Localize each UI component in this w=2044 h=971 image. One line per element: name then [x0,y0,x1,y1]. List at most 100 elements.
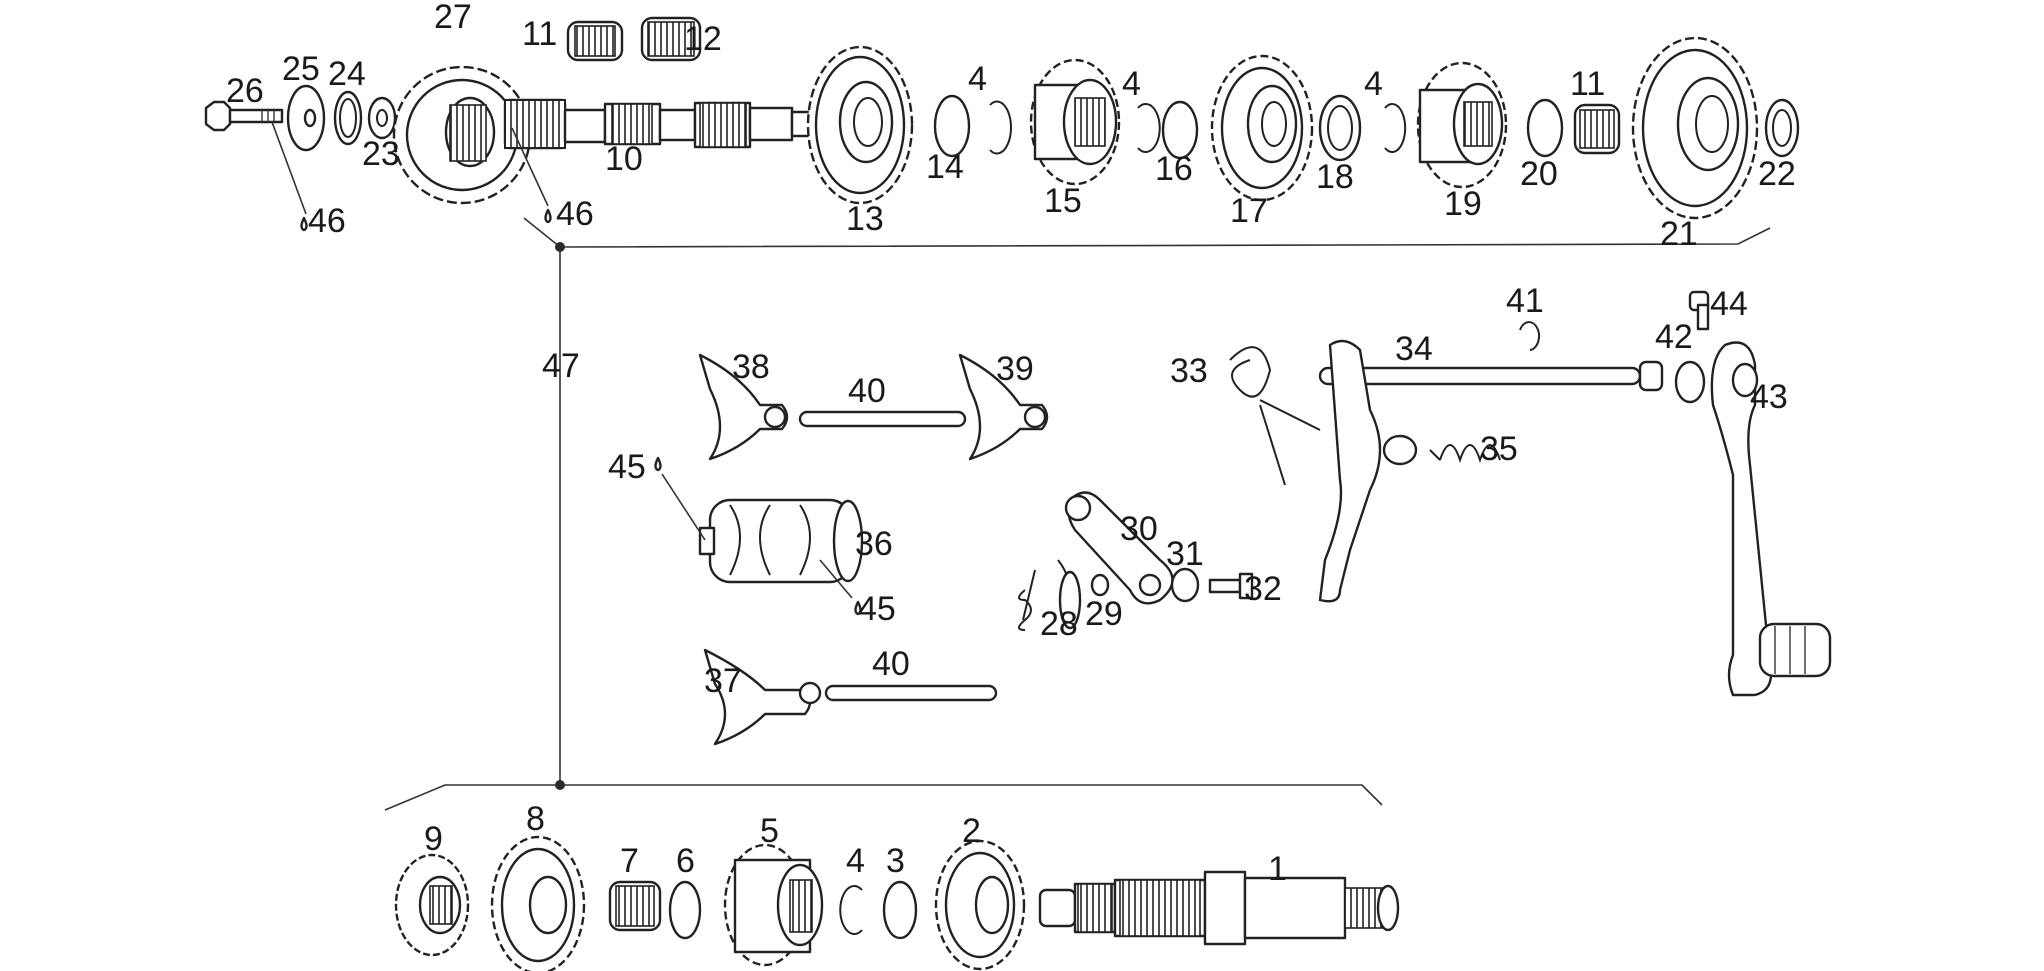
spring-35 [1429,444,1501,464]
label-27: 27 [434,0,472,36]
circlip-4-c [1384,103,1407,153]
label-6: 6 [676,842,695,880]
washer-31 [1170,567,1200,603]
label-38: 38 [732,348,770,386]
gear-2 [934,839,1026,971]
label-45-bottom: 45 [858,590,896,628]
washer-25 [286,84,326,152]
sprocket-27 [392,65,532,205]
label-29: 29 [1085,595,1123,633]
circlip-4-b [1137,103,1161,153]
label-46-right: 46 [556,195,594,233]
label-40-top: 40 [848,372,886,410]
label-36: 36 [855,525,893,563]
grease-drop-46-left [300,216,308,232]
grease-drop-46-right [544,208,552,224]
label-21: 21 [1660,215,1698,253]
label-16: 16 [1155,150,1193,188]
washer-16 [1161,100,1199,160]
primary-shaft-assembly [394,835,1400,971]
label-26: 26 [226,72,264,110]
shift-fork-38 [698,353,789,461]
label-45-top: 45 [608,448,646,486]
label-11-right: 11 [1570,65,1605,103]
washer-3 [882,880,918,940]
label-43: 43 [1750,378,1788,416]
gear-13 [806,45,914,205]
shift-fork-37 [703,648,812,746]
label-4-b: 4 [1122,65,1141,103]
label-23: 23 [362,135,400,173]
label-7: 7 [620,842,639,880]
shaft-10 [503,98,812,150]
washer-14 [933,94,971,158]
grease-drop-45-bottom [854,600,862,616]
label-19: 19 [1444,185,1482,223]
label-2: 2 [962,812,981,850]
bearing-18 [1318,94,1362,162]
shift-fork-39 [958,353,1049,461]
label-5: 5 [760,812,779,850]
oring-24 [333,90,363,146]
label-33: 33 [1170,352,1208,390]
label-9: 9 [424,820,443,858]
label-15: 15 [1044,182,1082,220]
label-1: 1 [1268,850,1287,888]
washer-29 [1090,573,1110,597]
label-42: 42 [1655,318,1693,356]
label-13: 13 [846,200,884,238]
shift-mechanism [654,290,1832,746]
washer-23 [367,96,397,140]
gear-15 [1029,58,1121,186]
label-4-c: 4 [1364,65,1383,103]
label-8: 8 [526,800,545,838]
label-4-a: 4 [968,60,987,98]
gear-pedal-43 [1710,341,1832,697]
label-31: 31 [1166,535,1204,573]
gear-9 [394,853,470,957]
circlip-4-d [839,885,863,935]
bolt-26 [204,100,284,132]
label-37: 37 [704,662,742,700]
gearshift-shaft-34 [1318,339,1664,603]
grease-drop-45-top [654,456,662,472]
shift-drum-36 [698,498,864,584]
label-4-d: 4 [846,842,865,880]
reference-frame [384,217,1771,811]
bolt-44 [1688,290,1710,331]
circlip-41 [1519,321,1540,351]
washer-22 [1764,98,1800,158]
fork-rod-40-top [798,410,967,428]
label-39: 39 [996,350,1034,388]
label-47: 47 [542,347,580,385]
gear-19 [1416,61,1508,189]
gear-21 [1631,36,1759,220]
gear-17 [1210,54,1314,202]
label-10: 10 [605,140,643,178]
screw-32 [1208,572,1254,600]
label-25: 25 [282,50,320,88]
label-3: 3 [886,842,905,880]
gear-8 [490,835,586,971]
needle-bearing-12 [640,16,702,62]
secondary-shaft-assembly [204,16,1800,232]
washer-20 [1526,98,1564,158]
washer-6 [668,880,702,940]
needle-bearing-7 [608,880,662,932]
gear-5 [723,843,824,967]
label-28: 28 [1040,605,1078,643]
label-35: 35 [1480,430,1518,468]
label-22: 22 [1758,155,1796,193]
label-30: 30 [1120,510,1158,548]
circlip-4-a [989,100,1013,155]
label-17: 17 [1230,192,1268,230]
label-44: 44 [1710,285,1748,323]
callout-labels: 1 2 3 4 5 6 7 8 9 10 11 12 13 4 14 15 4 … [226,0,1796,888]
label-20: 20 [1520,155,1558,193]
label-11-top: 11 [522,15,557,53]
label-32: 32 [1244,570,1282,608]
label-18: 18 [1316,158,1354,196]
washer-42 [1674,360,1706,404]
label-40-bottom: 40 [872,645,910,683]
